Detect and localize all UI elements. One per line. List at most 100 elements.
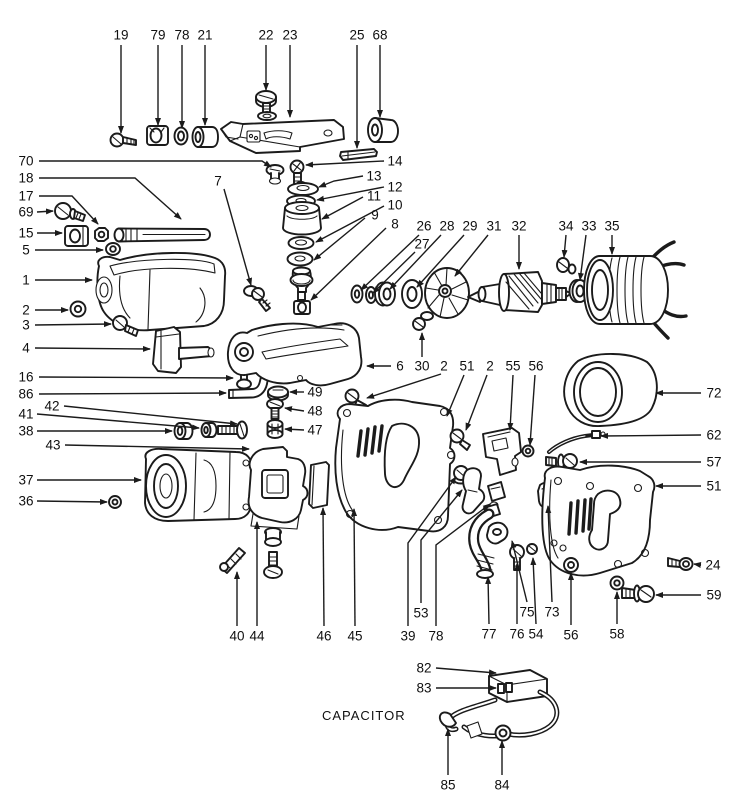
callout-label-85-75: 85 bbox=[440, 778, 455, 793]
leader-2-45 bbox=[366, 373, 442, 399]
callout-label-55-48: 55 bbox=[505, 359, 520, 374]
part-56-washer-bottom bbox=[563, 557, 579, 573]
part-26-washer bbox=[350, 284, 364, 304]
part-17-nut bbox=[94, 227, 109, 242]
callout-label-2-15: 2 bbox=[22, 303, 30, 318]
leader-26-34 bbox=[360, 234, 420, 291]
part-1-gear-housing bbox=[95, 252, 227, 332]
callout-label-5-13: 5 bbox=[22, 243, 30, 258]
leader-46-61 bbox=[320, 507, 327, 627]
leader-41-21 bbox=[36, 413, 200, 431]
part-25-pin bbox=[339, 148, 378, 161]
part-58-washer bbox=[609, 575, 625, 591]
callout-label-10-31: 10 bbox=[387, 198, 402, 213]
leader-39-63 bbox=[407, 476, 457, 626]
leader-28-36 bbox=[389, 234, 442, 290]
callout-label-39-63: 39 bbox=[400, 629, 415, 644]
callout-label-25-6: 25 bbox=[349, 28, 364, 43]
part-30-screw bbox=[412, 311, 434, 331]
leader-16-18 bbox=[38, 374, 234, 381]
leader-17-10 bbox=[39, 195, 99, 225]
leader-12-29 bbox=[316, 186, 385, 202]
leader-70-8 bbox=[39, 160, 272, 168]
callout-label-82-73: 82 bbox=[416, 661, 431, 676]
part-41-spacer bbox=[200, 422, 218, 438]
part-84-85-wire-harness bbox=[438, 689, 560, 742]
leader-2-47 bbox=[465, 374, 488, 431]
callout-label-45-62: 45 bbox=[347, 629, 362, 644]
part-62-lead-wire bbox=[547, 430, 606, 454]
callout-label-31-38: 31 bbox=[486, 219, 501, 234]
callout-label-6-43: 6 bbox=[396, 359, 404, 374]
callout-label-77-66: 77 bbox=[481, 627, 496, 642]
part-78-washer bbox=[173, 126, 189, 146]
part-31-fan bbox=[424, 267, 470, 319]
part-69-bolt bbox=[54, 202, 86, 222]
callout-label-56-71: 56 bbox=[563, 628, 578, 643]
callout-label-22-4: 22 bbox=[258, 28, 273, 43]
part-51-left-clamshell bbox=[334, 398, 456, 533]
callout-label-9-32: 9 bbox=[371, 208, 379, 223]
callout-label-17-10: 17 bbox=[18, 189, 33, 204]
callout-label-7-26: 7 bbox=[214, 174, 222, 189]
callout-label-69-11: 69 bbox=[18, 205, 33, 220]
leader-86-19 bbox=[38, 390, 227, 397]
callout-label-16-18: 16 bbox=[18, 370, 33, 385]
callout-label-24-57: 24 bbox=[705, 558, 721, 573]
part-21-roller bbox=[191, 126, 219, 148]
leader-69-11 bbox=[36, 208, 54, 215]
part-53-trigger-link bbox=[461, 467, 486, 515]
part-38-spacer bbox=[173, 422, 194, 440]
callout-label-36-25: 36 bbox=[18, 494, 33, 509]
callout-label-40-59: 40 bbox=[229, 629, 244, 644]
leader-73-70 bbox=[545, 505, 553, 603]
leader-75-69 bbox=[510, 540, 528, 603]
leader-54-68 bbox=[530, 557, 537, 625]
part-2-screw-mid bbox=[344, 388, 367, 411]
leader-18-9 bbox=[39, 177, 182, 220]
callout-label-44-60: 44 bbox=[249, 629, 265, 644]
part-19-screw bbox=[109, 132, 137, 148]
callout-label-29-37: 29 bbox=[462, 219, 477, 234]
callout-label-30-44: 30 bbox=[414, 359, 429, 374]
callout-label-43-23: 43 bbox=[45, 438, 60, 453]
part-10-washer bbox=[287, 236, 315, 250]
callout-label-37-24: 37 bbox=[18, 473, 33, 488]
part-79-square-nut bbox=[146, 125, 169, 146]
part-3-screw bbox=[112, 315, 139, 337]
leader-82-73 bbox=[435, 667, 497, 676]
callout-label-76-67: 76 bbox=[509, 627, 524, 642]
leader-9-32 bbox=[313, 217, 366, 261]
part-70-plug bbox=[265, 164, 285, 185]
leader-27-35 bbox=[372, 251, 416, 294]
leader-34-40 bbox=[561, 234, 568, 258]
callout-label-33-41: 33 bbox=[581, 219, 596, 234]
callout-label-2-47: 2 bbox=[486, 359, 494, 374]
leader-62-54 bbox=[600, 432, 702, 439]
leader-43-23 bbox=[64, 444, 250, 452]
callout-label-35-42: 35 bbox=[604, 219, 619, 234]
callout-label-1-14: 1 bbox=[22, 273, 30, 288]
callout-label-48-51: 48 bbox=[307, 404, 322, 419]
callout-label-14-27: 14 bbox=[387, 154, 403, 169]
leader-42-20 bbox=[63, 405, 238, 427]
callout-label-62-54: 62 bbox=[706, 428, 721, 443]
part-35-field-coil bbox=[583, 240, 688, 340]
part-13-cap bbox=[287, 180, 319, 196]
parts-artwork bbox=[54, 90, 694, 742]
callout-label-51-56: 51 bbox=[706, 479, 721, 494]
leader-29-37 bbox=[416, 234, 465, 288]
callout-label-86-19: 86 bbox=[18, 387, 33, 402]
callout-label-12-29: 12 bbox=[387, 180, 402, 195]
part-23-shoe-plate bbox=[220, 119, 345, 154]
part-43-44-front-knob bbox=[247, 446, 309, 579]
part-22-thumbscrew bbox=[255, 90, 277, 121]
capacitor-caption: CAPACITOR bbox=[322, 708, 406, 723]
callout-label-26-34: 26 bbox=[416, 219, 431, 234]
leader-7-26 bbox=[223, 188, 252, 286]
part-24-screw bbox=[667, 557, 694, 571]
part-8-spindle-and-nut bbox=[289, 266, 314, 315]
leader-45-62 bbox=[351, 508, 358, 627]
callout-label-72-53: 72 bbox=[706, 386, 721, 401]
